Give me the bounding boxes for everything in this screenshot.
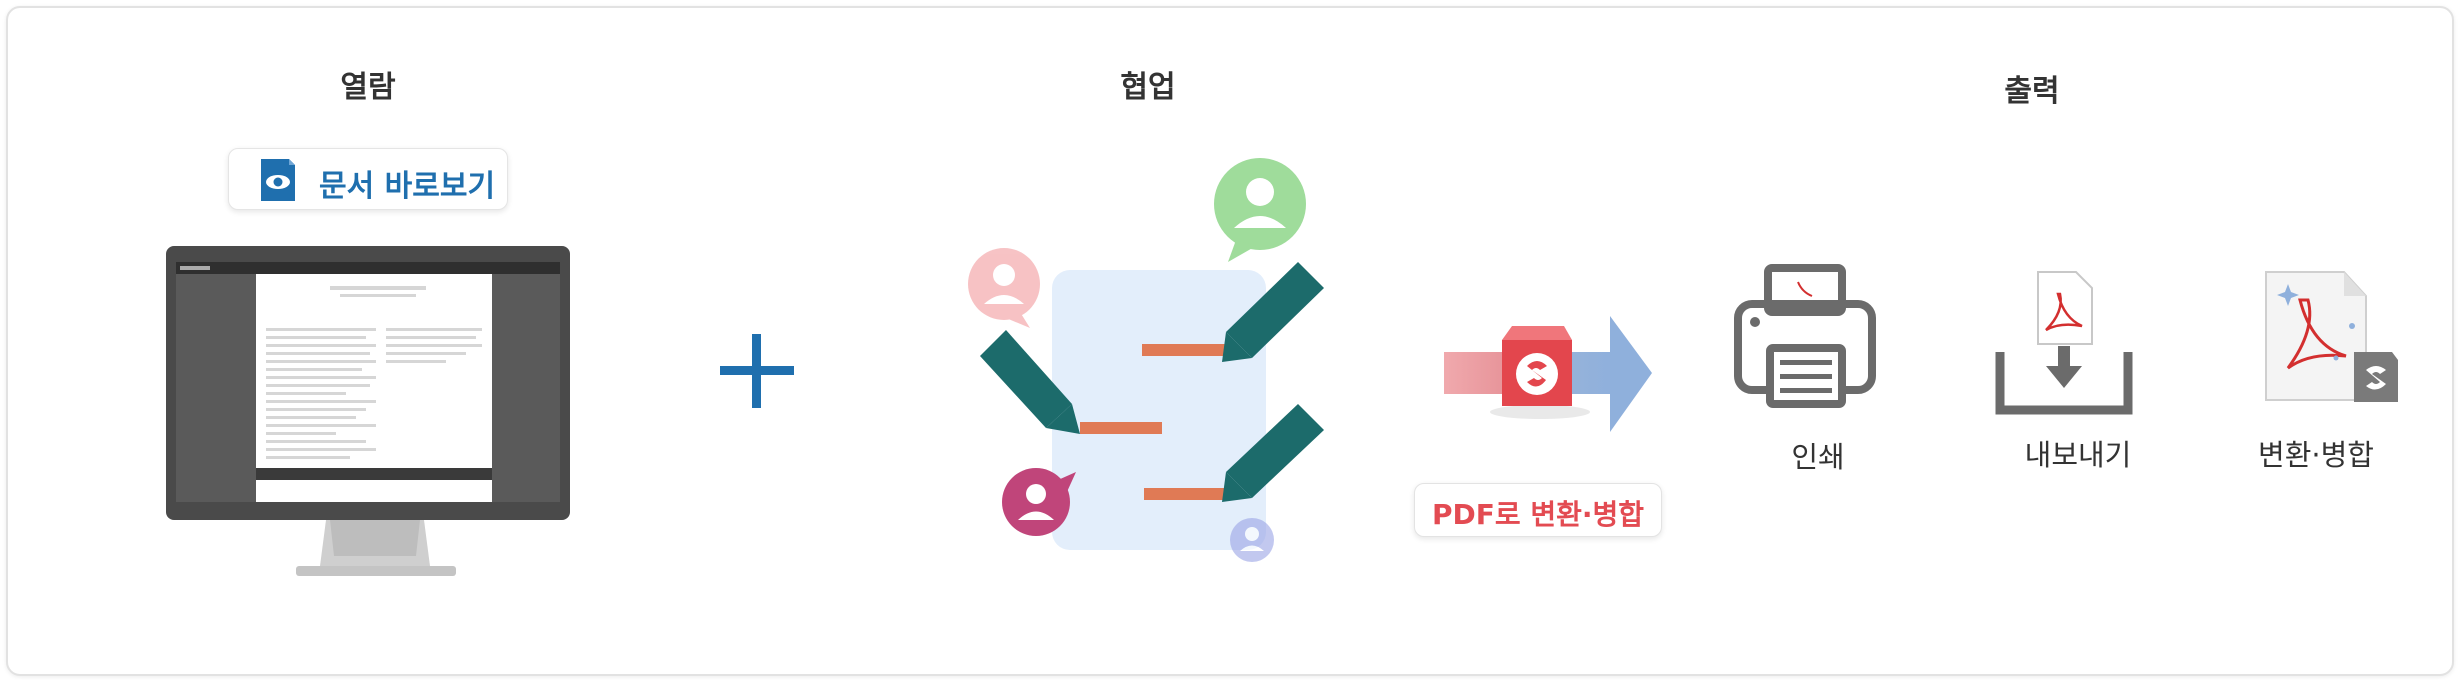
user-avatar-purple (1230, 518, 1274, 562)
user-avatar-magenta (1002, 468, 1076, 536)
monitor-illustration (166, 246, 570, 576)
export-label: 내보내기 (2024, 438, 2132, 472)
section-title-output: 출력 (2004, 74, 2060, 109)
viewer-badge-label: 문서 바로보기 (319, 169, 496, 204)
user-avatar-green (1214, 158, 1306, 262)
document-viewer-button[interactable]: 문서 바로보기 (228, 148, 508, 210)
viewer-eye-icon (261, 159, 295, 201)
collaboration-illustration (968, 158, 1324, 562)
user-avatar-pink (968, 248, 1040, 328)
plus-icon (720, 334, 794, 408)
export-download-icon (1995, 271, 2133, 415)
convert-merge-icon (2265, 271, 2398, 402)
section-title-view: 열람 (340, 70, 396, 105)
convert-merge-label: 변환·병합 (2258, 438, 2374, 472)
print-label: 인쇄 (1791, 440, 1845, 474)
printer-icon (1734, 264, 1876, 408)
printer-details (1750, 281, 1832, 393)
convert-arrow (1444, 316, 1652, 432)
section-title-collab: 협업 (1120, 70, 1176, 105)
pdf-convert-merge-label: PDF로 변환·병합 (1431, 498, 1645, 531)
pdf-convert-merge-button[interactable]: PDF로 변환·병합 (1414, 483, 1662, 537)
